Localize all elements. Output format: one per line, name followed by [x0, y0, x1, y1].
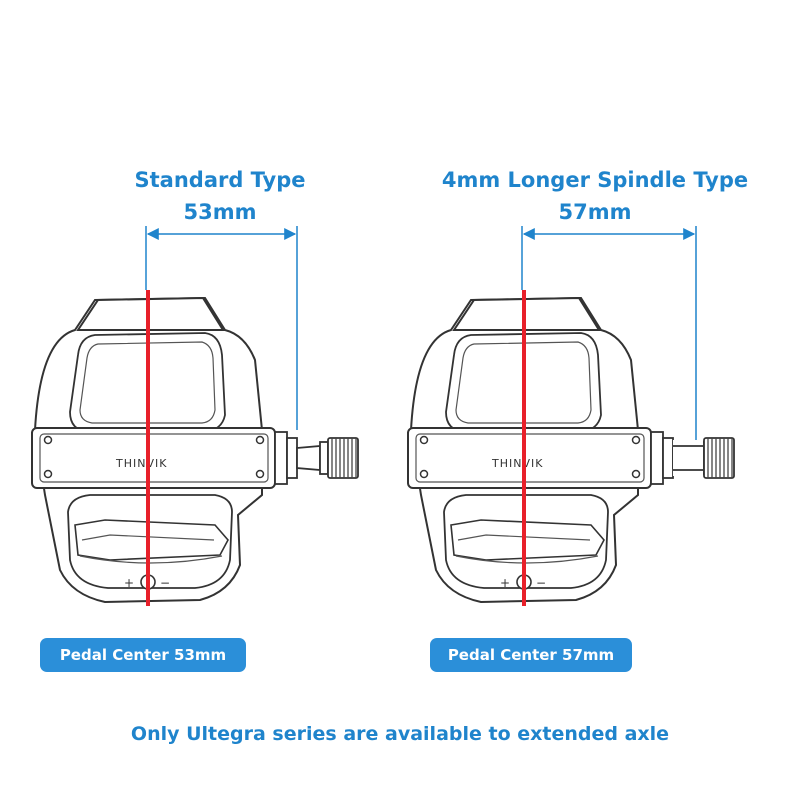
longer-spindle-label: 4mm Longer Spindle Type: [441, 168, 749, 192]
standard-pedal-illustration: THINVIK + −: [31, 297, 359, 603]
standard-type-measure: 53mm: [183, 200, 257, 224]
longer-spindle-title: 4mm Longer Spindle Type 57mm: [400, 164, 790, 228]
longer-spindle-measure: 57mm: [558, 200, 632, 224]
standard-type-title: Standard Type 53mm: [100, 164, 340, 228]
standard-type-label: Standard Type: [134, 168, 306, 192]
pedal-center-badge-right: Pedal Center 57mm: [430, 638, 632, 672]
pedal-center-badge-left: Pedal Center 53mm: [40, 638, 246, 672]
adjust-plus-right: +: [500, 576, 510, 590]
pedal-brand-logo-right: THINVIK: [491, 457, 543, 470]
pedal-brand-logo-left: THINVIK: [115, 457, 167, 470]
adjust-plus-left: +: [124, 576, 134, 590]
footer-note: Only Ultegra series are available to ext…: [130, 723, 670, 745]
adjust-minus-right: −: [536, 576, 546, 590]
longer-spindle-pedal-illustration: THINVIK + −: [407, 297, 735, 603]
adjust-minus-left: −: [160, 576, 170, 590]
